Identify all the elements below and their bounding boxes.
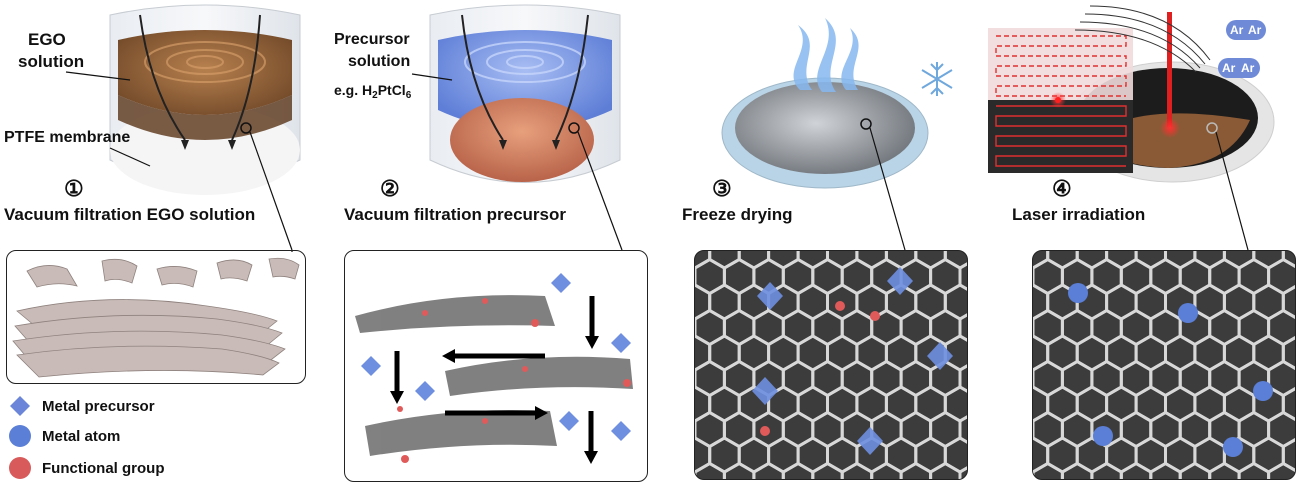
argon-label-3: Ar (1222, 61, 1236, 75)
precursor-label-line1: Precursor (334, 31, 410, 48)
single-atom-lattice-panel (1032, 250, 1296, 480)
legend-functional-group: Functional group (8, 456, 164, 480)
legend-label-metal-atom: Metal atom (42, 427, 121, 445)
step1-beaker (65, 4, 301, 252)
argon-label-1: Ar (1230, 23, 1244, 37)
red-circle-icon (9, 457, 31, 479)
precursor-example: e.g. H2PtCl6 (334, 82, 412, 101)
step2-beaker (411, 4, 623, 251)
step3-number: ③ (712, 176, 732, 201)
ego-solution-label-line2: solution (18, 52, 85, 71)
blue-circle-icon (9, 425, 31, 447)
legend-label-functional-group: Functional group (42, 459, 165, 477)
step4-number: ④ (1052, 176, 1072, 201)
step1-number: ① (64, 176, 84, 201)
snowflake-icon (921, 62, 953, 96)
argon-molecule-2 (1218, 58, 1260, 78)
step2-number: ② (380, 176, 400, 201)
gas-flow-lines (1074, 5, 1211, 73)
diamond-icon (10, 396, 30, 416)
step3-dish (721, 18, 953, 251)
freeze-dried-lattice-panel (694, 250, 968, 480)
step4-title: Laser irradiation (1012, 205, 1146, 224)
precursor-label-line2: solution (348, 53, 411, 70)
argon-molecule-1 (1226, 20, 1266, 40)
legend-label-metal-precursor: Metal precursor (42, 397, 155, 415)
ego-sheets-panel (6, 250, 306, 384)
ego-solution-label-line1: EGO (28, 30, 66, 49)
step4-laser (988, 5, 1275, 251)
laser-scan-path (995, 35, 1127, 167)
precursor-intercalation-panel (344, 250, 648, 482)
argon-label-2: Ar (1248, 23, 1262, 37)
legend-metal-precursor: Metal precursor (8, 394, 155, 418)
legend-metal-atom: Metal atom (8, 424, 120, 448)
ptfe-membrane-label: PTFE membrane (4, 129, 131, 146)
step1-title: Vacuum filtration EGO solution (4, 205, 256, 224)
step2-title: Vacuum filtration precursor (344, 205, 566, 224)
step3-title: Freeze drying (682, 205, 793, 224)
argon-label-4: Ar (1241, 61, 1255, 75)
